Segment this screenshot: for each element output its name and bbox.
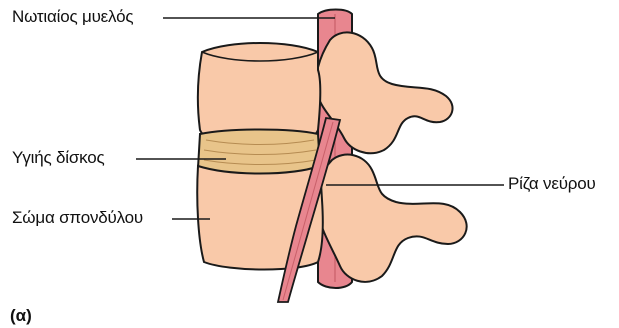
lower-vertebral-process	[317, 155, 467, 282]
spinal-cord-label: Νωτιαίος μυελός	[12, 7, 133, 27]
panel-label: (α)	[10, 306, 32, 326]
nerve-root-label: Ρίζα νεύρου	[508, 174, 596, 194]
healthy-disc-label: Υγιής δίσκος	[12, 148, 104, 168]
vertebral-body-label: Σώμα σπονδύλου	[12, 208, 143, 228]
